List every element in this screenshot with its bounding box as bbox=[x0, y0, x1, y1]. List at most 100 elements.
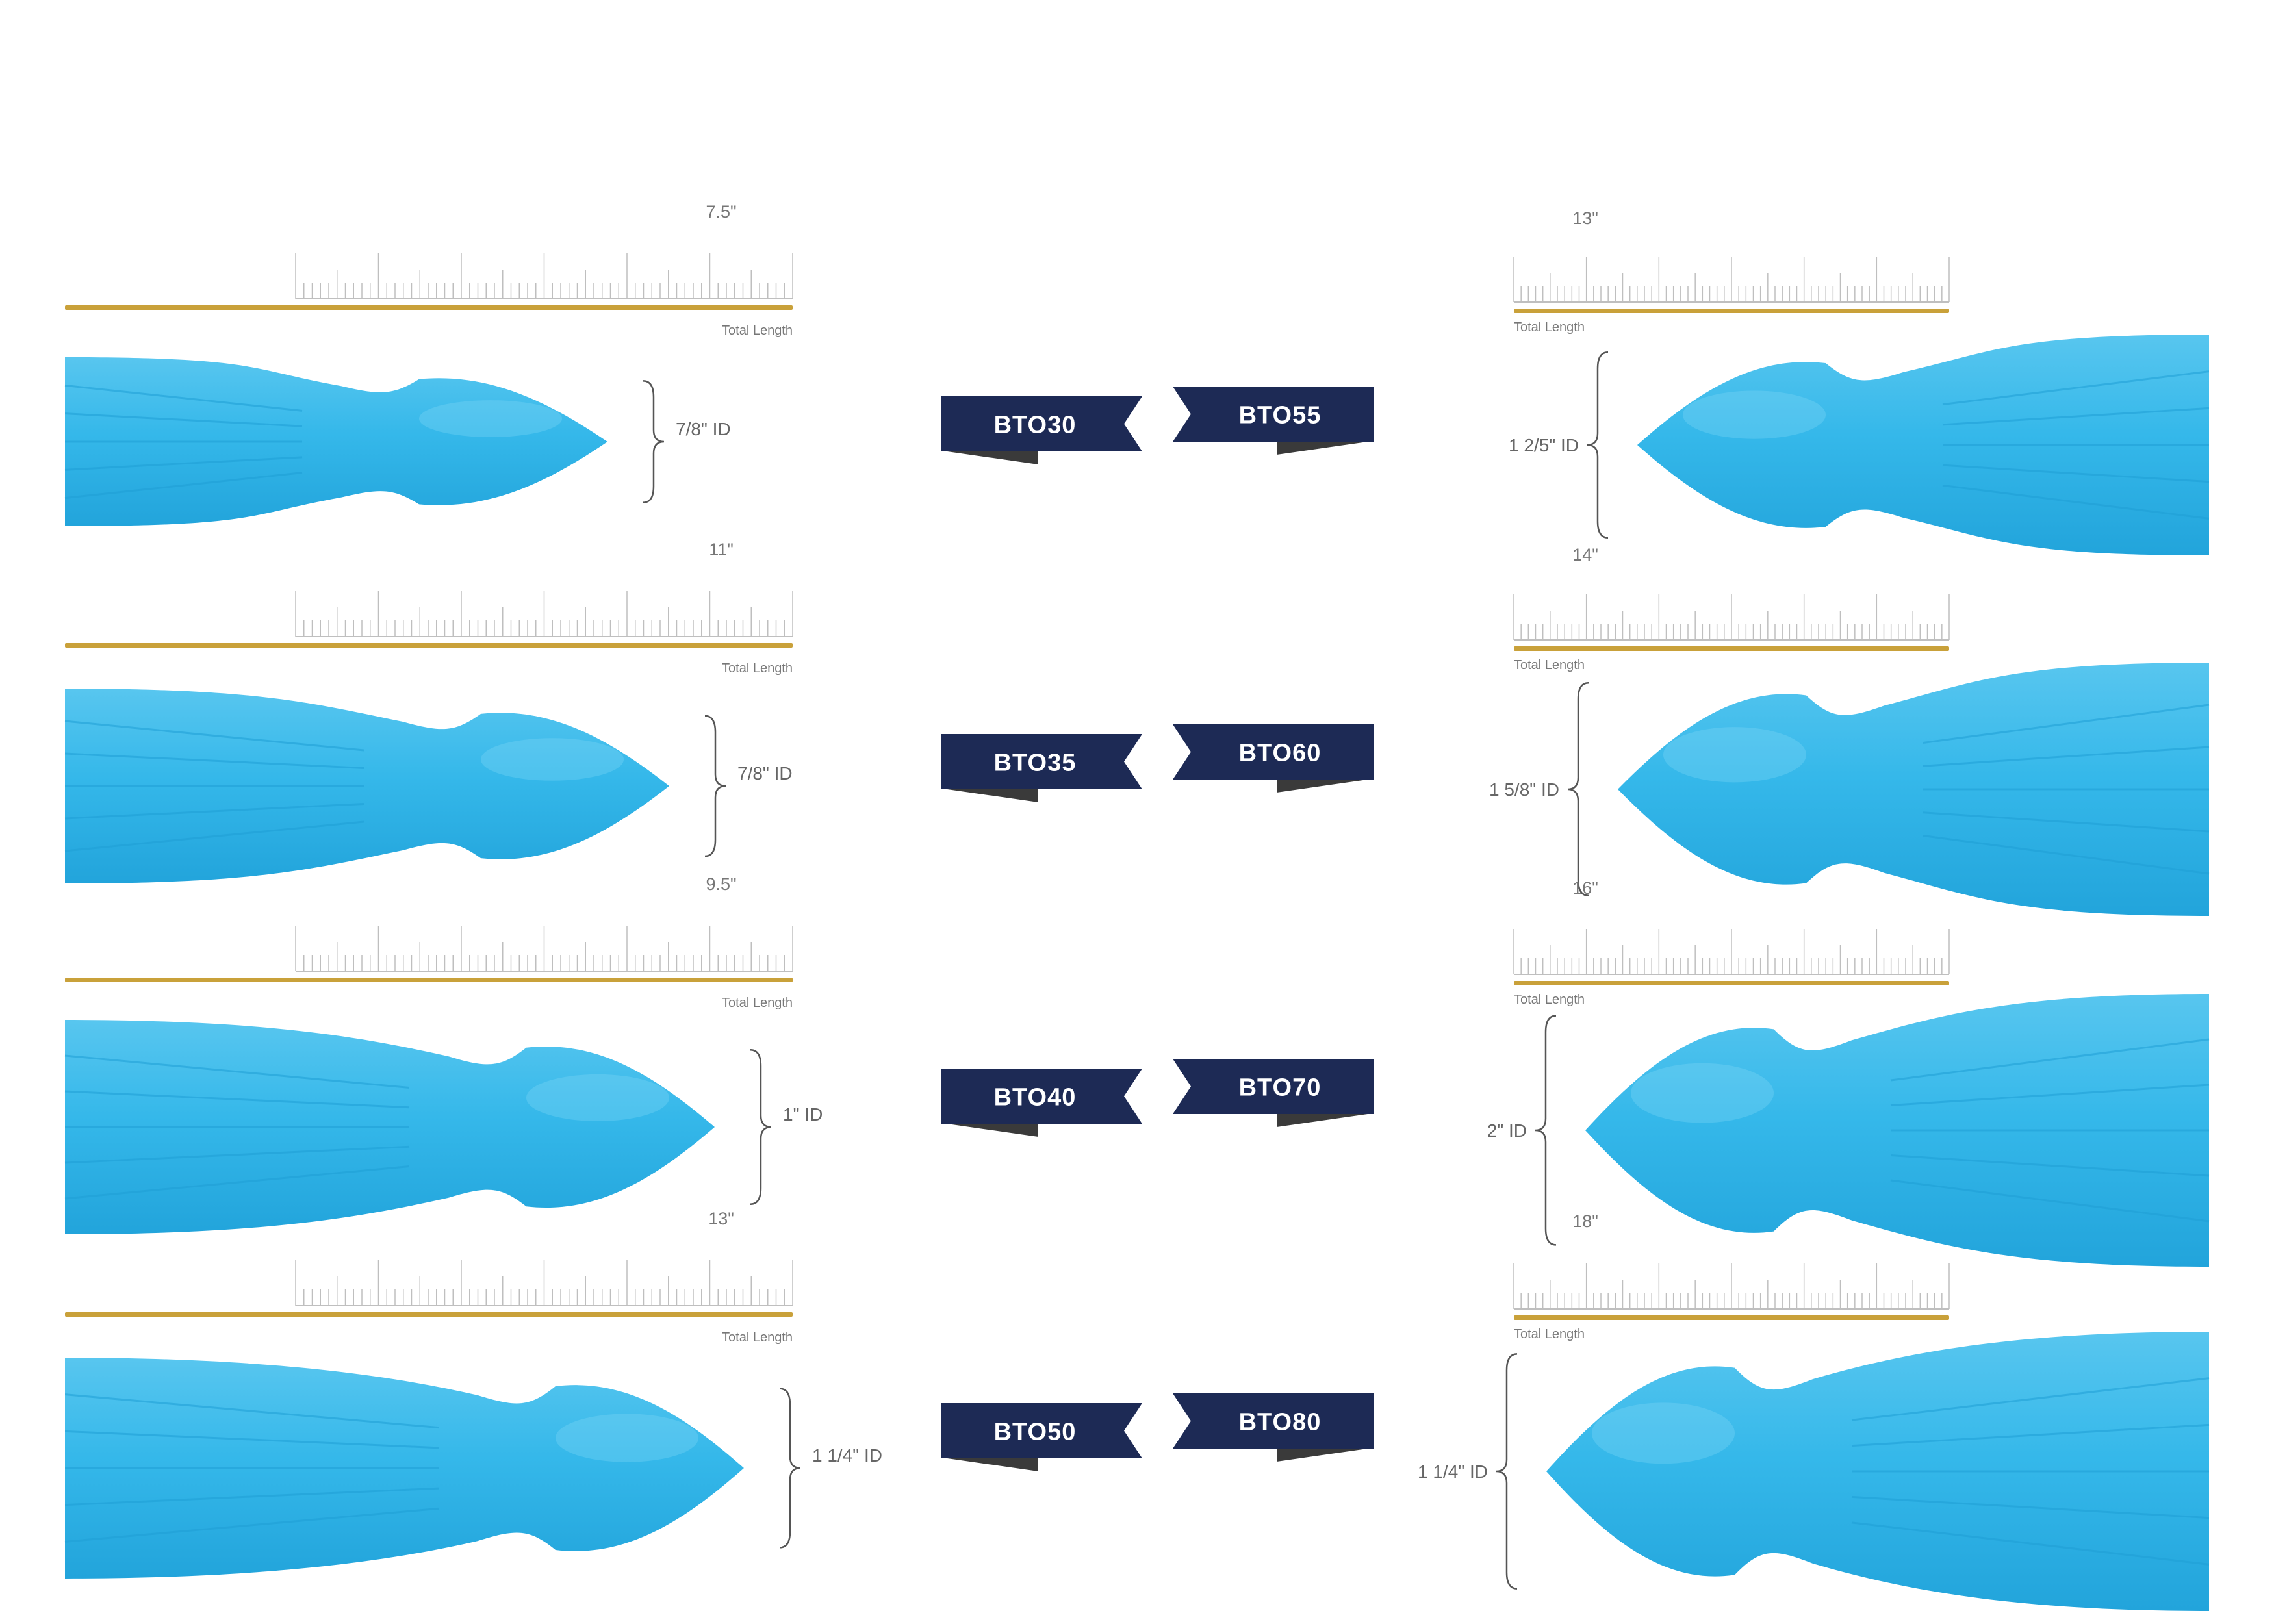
total-length-label: Total Length bbox=[1514, 993, 1585, 1007]
model-code: BTO40 bbox=[994, 1084, 1077, 1111]
skirt-strand bbox=[1890, 1179, 2210, 1223]
total-length-value: 7.5" bbox=[706, 202, 736, 222]
skirt-strand bbox=[64, 1090, 410, 1109]
total-length-label: Total Length bbox=[722, 661, 793, 676]
badge-fold bbox=[1277, 1114, 1368, 1127]
skirt-strand bbox=[64, 456, 303, 471]
model-badge: BTO80 bbox=[1173, 1393, 1374, 1462]
badge-ribbon bbox=[941, 1069, 1142, 1124]
inner-diameter-label: 7/8" ID bbox=[737, 763, 793, 783]
badge-ribbon bbox=[941, 734, 1142, 789]
badge-ribbon bbox=[941, 1403, 1142, 1458]
badge-fold bbox=[1277, 442, 1368, 455]
model-code: BTO80 bbox=[1239, 1409, 1322, 1436]
gold-bar bbox=[1514, 981, 1949, 985]
lure-body bbox=[65, 689, 669, 883]
head-highlight bbox=[1683, 390, 1826, 439]
total-length-label: Total Length bbox=[722, 996, 793, 1010]
gold-bar bbox=[65, 1312, 793, 1317]
badge-fold bbox=[947, 451, 1038, 464]
total-length-label: Total Length bbox=[722, 1330, 793, 1345]
skirt-strand bbox=[1851, 1423, 2210, 1447]
skirt-strand bbox=[64, 1145, 410, 1164]
gold-bar bbox=[65, 305, 793, 310]
squid-lure bbox=[1637, 335, 2210, 555]
model-code: BTO35 bbox=[994, 750, 1077, 777]
skirt-strand bbox=[1923, 746, 2210, 767]
skirt-strand bbox=[1890, 1154, 2210, 1177]
total-length-value: 9.5" bbox=[706, 874, 736, 894]
squid-lure bbox=[64, 1020, 715, 1234]
badge-fold bbox=[947, 1124, 1038, 1137]
skirt-strand bbox=[64, 803, 364, 820]
squid-lure bbox=[1585, 994, 2210, 1267]
badge-ribbon bbox=[1173, 387, 1374, 442]
squid-lure bbox=[64, 1358, 744, 1579]
skirt-strand bbox=[64, 820, 364, 852]
total-length-value: 11" bbox=[709, 540, 734, 559]
ruler bbox=[1513, 1263, 1950, 1320]
skirt-strand bbox=[1923, 835, 2210, 875]
skirt-strand bbox=[1923, 704, 2210, 744]
skirt-strand bbox=[64, 412, 303, 427]
model-code: BTO60 bbox=[1239, 740, 1322, 767]
ruler bbox=[65, 1260, 793, 1317]
gold-bar bbox=[1514, 309, 1949, 313]
model-badge: BTO50 bbox=[941, 1403, 1142, 1471]
total-length-value: 14" bbox=[1572, 545, 1598, 565]
id-brace bbox=[1567, 681, 1589, 897]
skirt-strand bbox=[64, 1507, 439, 1543]
total-length-value: 16" bbox=[1572, 878, 1598, 898]
model-badge: BTO70 bbox=[1173, 1059, 1374, 1127]
skirt-strand bbox=[64, 1430, 439, 1449]
squid-lure bbox=[1546, 1332, 2210, 1611]
skirt-strand bbox=[1851, 1377, 2210, 1421]
badge-ribbon bbox=[1173, 1393, 1374, 1449]
id-brace bbox=[704, 715, 726, 857]
skirt-strand bbox=[64, 752, 364, 769]
gold-bar bbox=[1514, 646, 1949, 651]
ruler bbox=[65, 926, 793, 982]
total-length-value: 13" bbox=[1572, 209, 1598, 228]
inner-diameter-label: 1 5/8" ID bbox=[1489, 780, 1559, 800]
skirt-strand bbox=[1942, 370, 2210, 406]
inner-diameter-label: 1 1/4" ID bbox=[1418, 1462, 1488, 1482]
inner-diameter-label: 1 2/5" ID bbox=[1509, 435, 1579, 455]
product-row-right: 13" Total Length 1 2/5" ID BTO55 bbox=[1173, 209, 2210, 555]
badge-fold bbox=[1277, 780, 1368, 793]
ruler bbox=[1513, 257, 1950, 313]
total-length-label: Total Length bbox=[1514, 658, 1585, 672]
total-length-value: 13" bbox=[708, 1209, 734, 1228]
total-length-label: Total Length bbox=[1514, 1327, 1585, 1341]
model-badge: BTO55 bbox=[1173, 387, 1374, 455]
skirt-strand bbox=[64, 1487, 439, 1506]
id-brace bbox=[750, 1048, 772, 1206]
badge-ribbon bbox=[1173, 1059, 1374, 1114]
skirt-strand bbox=[64, 1165, 410, 1200]
model-badge: BTO30 bbox=[941, 396, 1142, 464]
skirt-strand bbox=[1851, 1495, 2210, 1519]
ruler bbox=[65, 591, 793, 648]
squid-lure bbox=[64, 357, 607, 526]
badge-ribbon bbox=[1173, 724, 1374, 780]
gold-bar bbox=[65, 643, 793, 648]
skirt-strand bbox=[64, 1393, 439, 1429]
model-code: BTO30 bbox=[994, 412, 1077, 439]
skirt-strand bbox=[64, 720, 364, 752]
skirt-strand bbox=[1942, 464, 2210, 483]
head-highlight bbox=[1663, 727, 1806, 783]
ruler bbox=[1513, 594, 1950, 651]
total-length-label: Total Length bbox=[1514, 320, 1585, 335]
inner-diameter-label: 1" ID bbox=[783, 1104, 823, 1124]
product-row-left: 11" Total Length 7/8" ID BTO35 bbox=[64, 540, 1142, 883]
head-highlight bbox=[481, 738, 624, 781]
total-length-label: Total Length bbox=[722, 324, 793, 338]
squid-lure bbox=[1618, 663, 2210, 916]
head-highlight bbox=[419, 400, 562, 437]
skirt-strand bbox=[1923, 811, 2210, 833]
model-badge: BTO40 bbox=[941, 1069, 1142, 1137]
ruler bbox=[65, 253, 793, 310]
